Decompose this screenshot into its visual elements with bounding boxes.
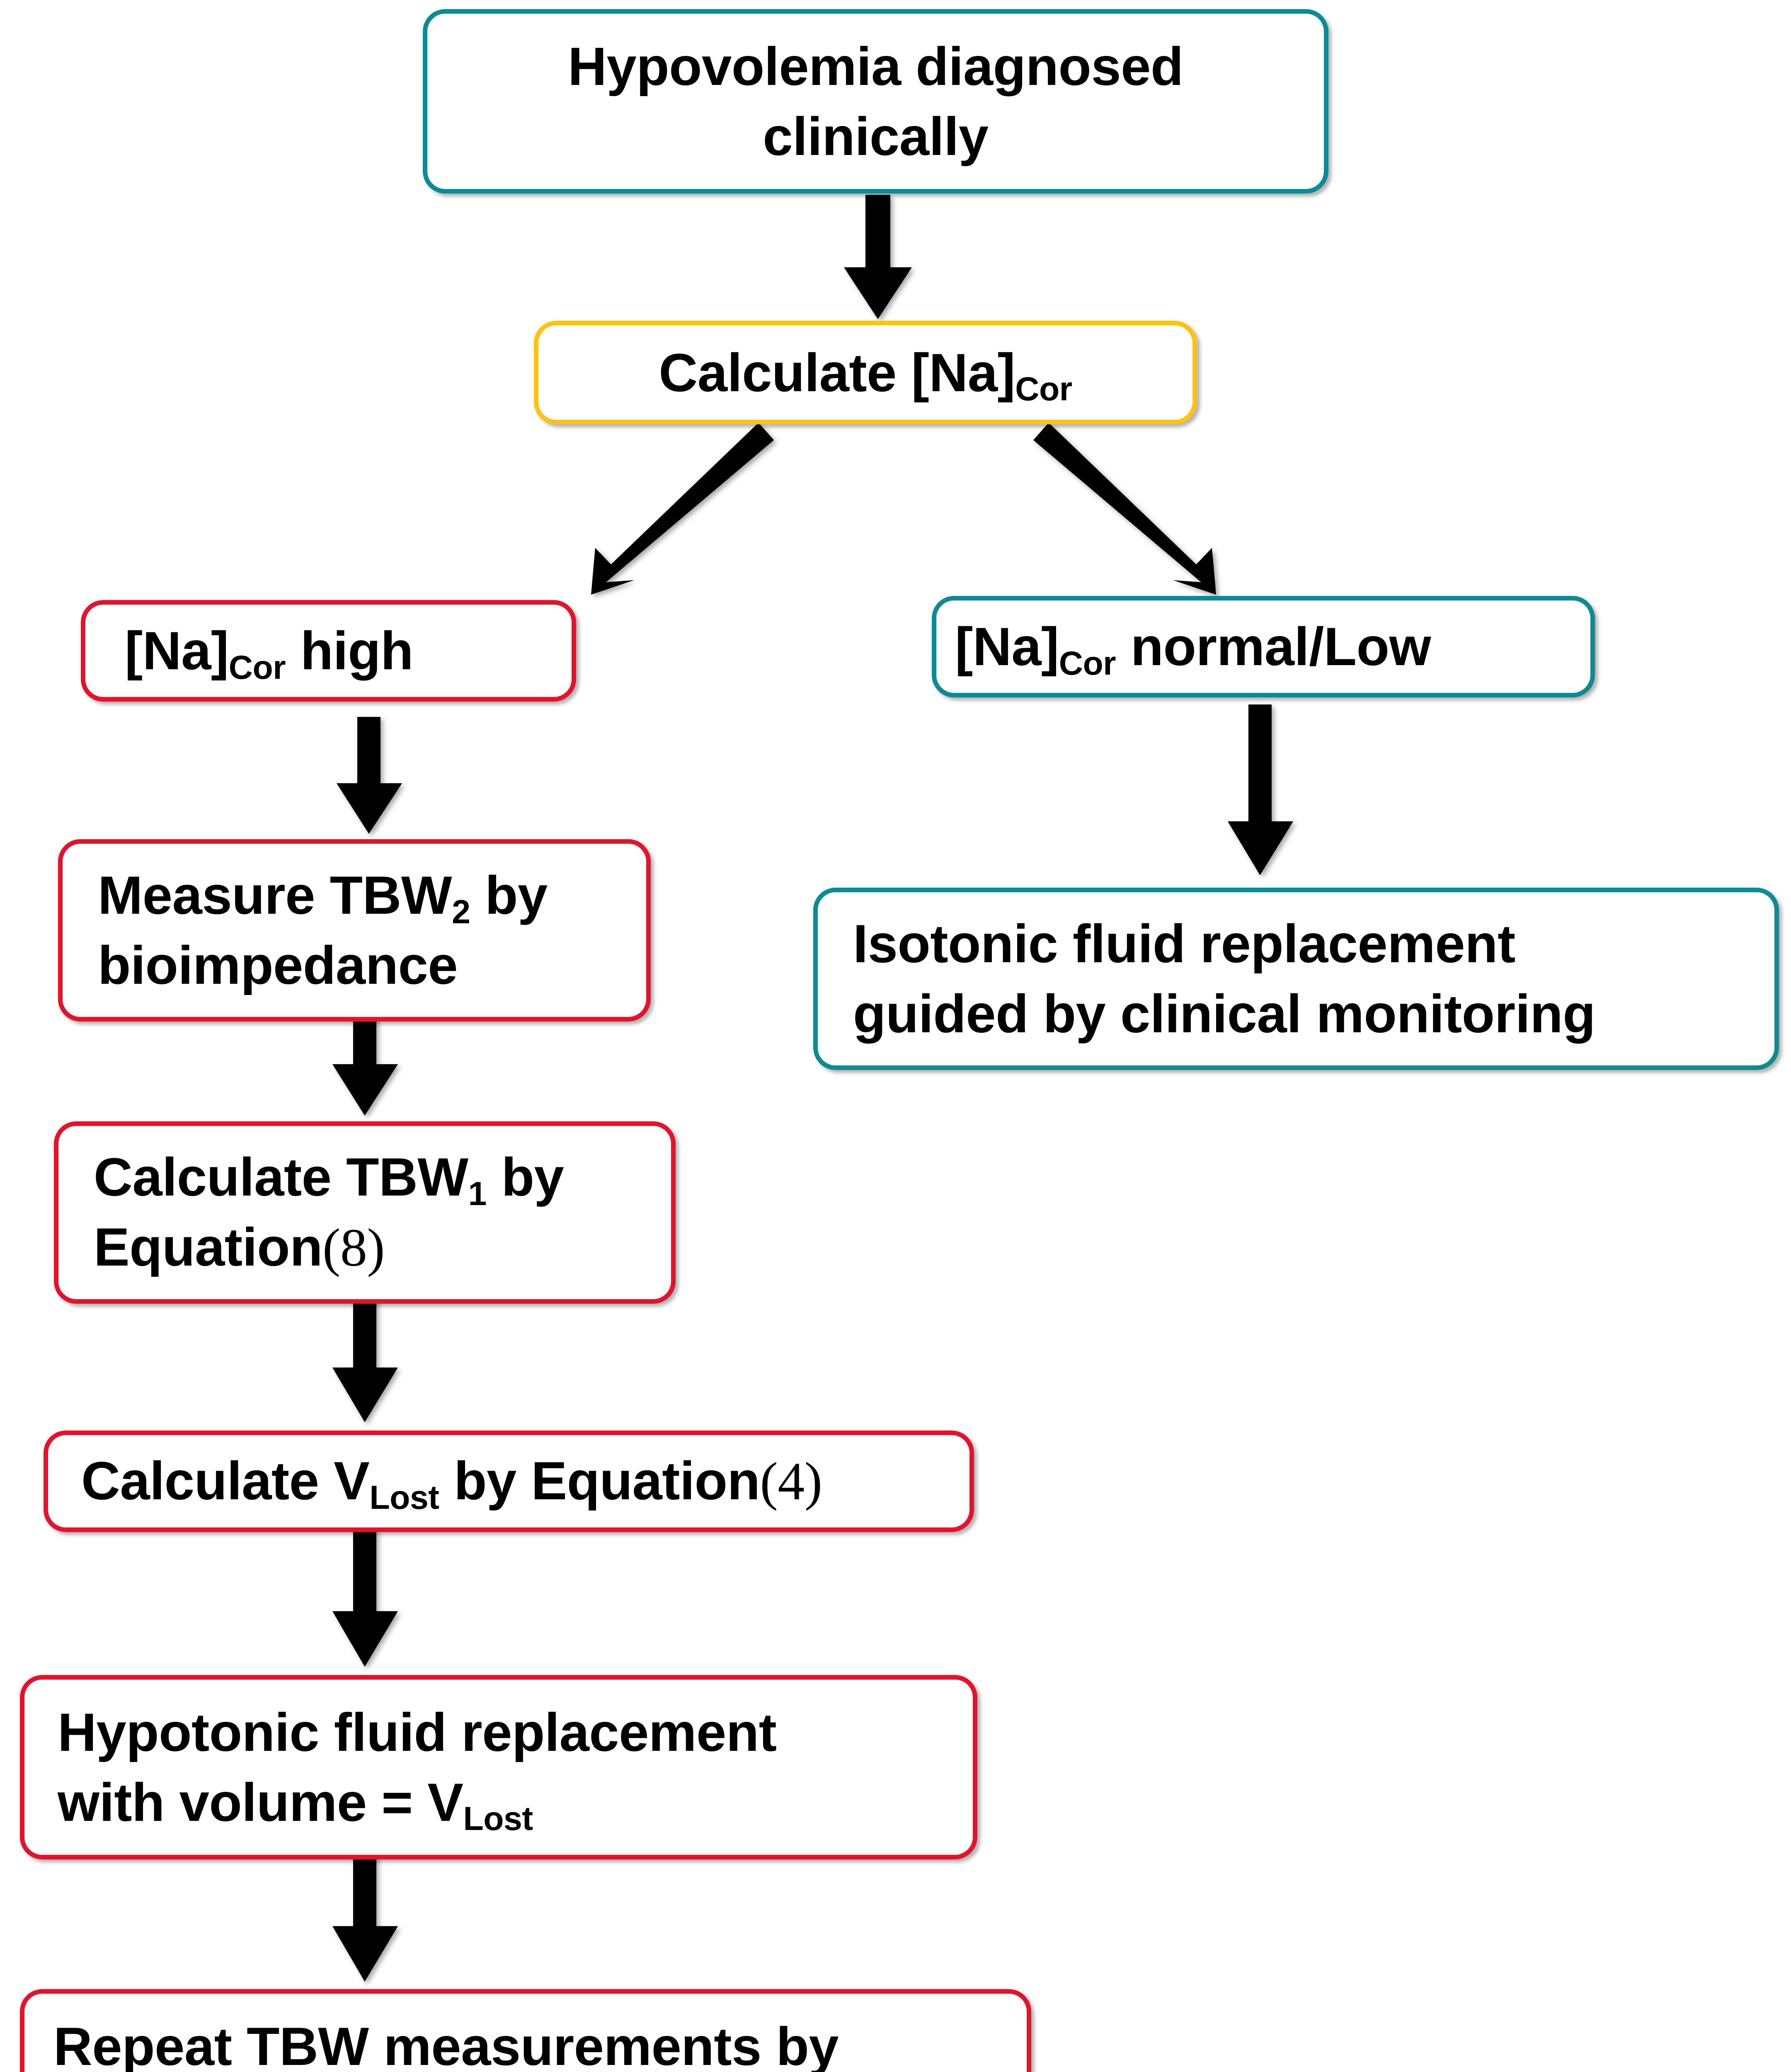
node-hypotonic-line2-subscript: Lost [463,1800,533,1838]
calculate-vlost-equation4-node[interactable]: Calculate VLost by Equation(4) [44,1431,974,1532]
arrow-measure-tbw2-to-calc-tbw1 [332,995,398,1116]
node-calctbw1-line2-pre: Equation [94,1217,323,1277]
node-start-line1: Hypovolemia diagnosed [568,36,1183,97]
node-calcvlost-text-pre: Calculate V [81,1450,370,1511]
arrow-calc-tbw1-to-calc-vlost [332,1289,398,1422]
node-measuretbw2-line1-pre: Measure TBW [98,865,452,925]
node-calcvlost-subscript: Lost [369,1479,439,1516]
arrow-na-normal-low-to-isotonic [1228,704,1293,875]
arrow-calc-vlost-to-hypotonic [332,1529,398,1667]
node-calcna-text: Calculate [Na] [659,342,1015,403]
node-hypotonic-line1: Hypotonic fluid replacement [58,1702,777,1762]
node-nanorm-text-pre: [Na] [955,616,1059,677]
calculate-tbw1-equation8-node[interactable]: Calculate TBW1 by Equation(8) [54,1121,676,1304]
node-nahigh-text-post: high [286,620,414,681]
node-isotonic-line2: guided by clinical monitoring [853,983,1596,1044]
node-measuretbw2-line2: bioimpedance [98,935,458,995]
hypovolemia-diagnosed-node[interactable]: Hypovolemia diagnosed clinically [423,9,1328,194]
arrow-hypotonic-to-repeat [332,1844,398,1982]
na-cor-normal-low-node[interactable]: [Na]Cor normal/Low [932,596,1595,697]
node-start-line2: clinically [763,106,989,167]
node-calctbw1-line1-subscript: 1 [468,1175,487,1213]
node-calcvlost-equation-number: (4) [760,1452,822,1511]
node-calctbw1-line1-pre: Calculate TBW [94,1147,468,1207]
node-nanorm-subscript: Cor [1059,644,1116,682]
arrow-calc-na-to-na-normal-low [1033,423,1216,595]
node-calcna-subscript: Cor [1015,370,1072,408]
isotonic-fluid-replacement-node[interactable]: Isotonic fluid replacement guided by cli… [813,888,1779,1070]
arrow-na-high-to-measure-tbw2 [337,717,402,834]
arrow-start-to-calc-na [844,195,912,319]
node-measuretbw2-line1-subscript: 2 [452,893,470,931]
node-nahigh-text-pre: [Na] [125,620,229,681]
repeat-tbw-measurements-node[interactable]: Repeat TBW measurements by bioimpedance.… [20,1989,1031,2072]
node-calcvlost-text-mid: by Equation [439,1450,760,1511]
node-measuretbw2-line1-post: by [470,865,548,925]
node-calctbw1-line1-post: by [486,1147,564,1207]
measure-tbw2-bioimpedance-node[interactable]: Measure TBW2 by bioimpedance [58,839,651,1021]
node-hypotonic-line2-pre: with volume = V [58,1772,463,1832]
node-calctbw1-equation-number: (8) [322,1218,385,1278]
node-isotonic-line1: Isotonic fluid replacement [853,913,1515,974]
node-repeat-line1: Repeat TBW measurements by [53,2016,839,2072]
na-cor-high-node[interactable]: [Na]Cor high [81,600,576,702]
calculate-na-cor-node[interactable]: Calculate [Na]Cor [534,321,1197,424]
arrow-calc-na-to-na-high [591,423,774,595]
node-nanorm-text-post: normal/Low [1116,616,1431,677]
hypotonic-fluid-replacement-node[interactable]: Hypotonic fluid replacement with volume … [20,1675,977,1859]
node-nahigh-subscript: Cor [228,649,286,686]
